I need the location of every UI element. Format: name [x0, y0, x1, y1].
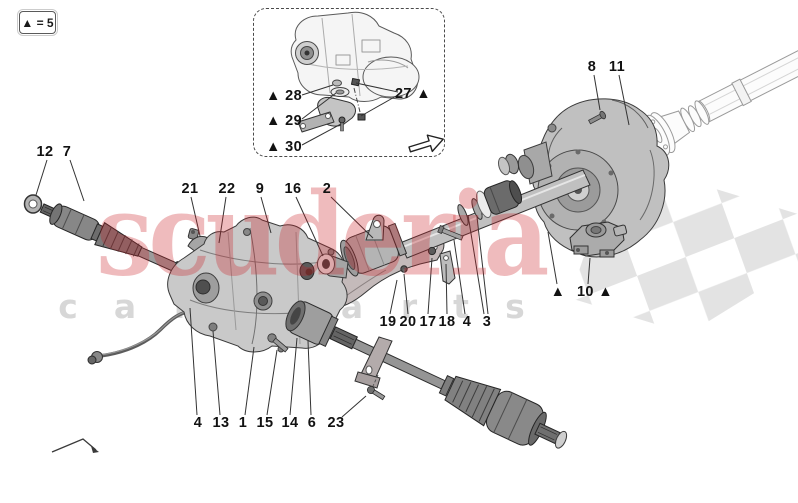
- leader-line: [218, 196, 227, 244]
- leader-line: [260, 196, 272, 234]
- chevron-arrow: [51, 438, 99, 453]
- leader-line: [427, 257, 433, 315]
- leader-line: [467, 214, 485, 315]
- intermediate-shaft-art: [319, 169, 591, 309]
- leader-line: [301, 92, 337, 120]
- leader-line: [244, 346, 255, 416]
- leader-line: [341, 395, 367, 418]
- leader-line: [330, 196, 374, 239]
- watermark-letter: s: [505, 287, 525, 326]
- leader-line: [403, 273, 409, 315]
- mount-bracket-art: [569, 221, 628, 258]
- leader-line: [212, 330, 221, 416]
- leader-lines: [35, 74, 630, 418]
- watermark-letter: t: [453, 287, 469, 326]
- legend-box: ▲ = 5: [17, 9, 58, 36]
- leader-line: [547, 231, 558, 285]
- leader-line: [355, 82, 399, 93]
- leader-line: [35, 159, 48, 196]
- leader-line: [289, 337, 298, 416]
- legend-text: ▲ = 5: [21, 15, 54, 30]
- watermark-letter: a: [113, 287, 137, 326]
- right-axle-art: [285, 300, 568, 449]
- engine-inset-art: [290, 11, 444, 153]
- leader-line: [476, 216, 489, 315]
- leader-line: [301, 123, 342, 146]
- leader-line: [587, 257, 591, 285]
- leader-line: [189, 307, 198, 416]
- leader-line: [453, 239, 466, 315]
- watermark-letter: c: [58, 287, 78, 326]
- leader-line: [69, 159, 85, 202]
- leader-line: [307, 340, 312, 416]
- engine-inset-frame: [253, 8, 445, 157]
- watermark-letter: r: [400, 287, 418, 326]
- leader-line: [360, 94, 399, 117]
- leader-line: [295, 196, 324, 257]
- leader-line: [593, 74, 601, 111]
- leader-line: [389, 279, 398, 315]
- leader-line: [618, 74, 630, 126]
- leader-line: [301, 84, 334, 96]
- leader-line: [445, 263, 448, 315]
- leader-line: [190, 196, 201, 237]
- leader-line: [266, 349, 278, 416]
